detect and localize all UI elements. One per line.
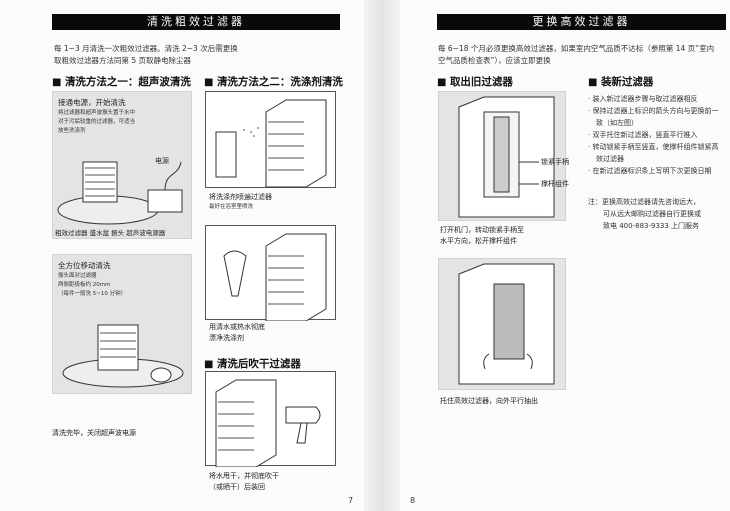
moving-clean-illustration <box>62 324 184 388</box>
install-steps: · 装入新过滤器步骤与取过滤器相反 · 保持过滤器上标识的箭头方向与更换前一致（… <box>588 93 723 177</box>
ultrasonic-footer: 清洗完毕，关闭超声波电源 <box>52 429 136 437</box>
rinse-drawing <box>223 233 327 321</box>
rinse-caption: 用清水或热水彻底 漂净洗涤剂 <box>209 322 265 344</box>
cabinet-open-drawing <box>458 96 555 218</box>
install-heading: 装新过滤器 <box>588 74 654 89</box>
line: （或晒干）后装回 <box>209 483 265 491</box>
method1-heading: 清洗方法之一：超声波清洗 <box>52 74 191 89</box>
line: （每件一般洗 5~10 分钟） <box>58 291 127 297</box>
service-note: 注：更换高效过滤器请先咨询远大， 可从远大邮购过滤器自行更换或 致电 400-8… <box>588 196 728 232</box>
page-number: 7 <box>348 496 354 505</box>
right-page-title: 更换高效过滤器 <box>437 14 726 30</box>
spray-drawing <box>215 99 327 188</box>
right-page: 更换高效过滤器 每 6~18 个月必须更换高效过滤器，如果室内空气品质不达标（参… <box>400 0 730 511</box>
install-step: · 在新过滤器标识条上写明下次更换日期 <box>588 167 712 175</box>
method2-heading: 清洗方法之二：洗涤剂清洗 <box>204 74 343 89</box>
line: 两侧距极板约 20mm <box>58 282 111 288</box>
line: 放些洗涤剂 <box>58 128 86 134</box>
remove-caption-2: 托住高效过滤器，向外平行抽出 <box>440 397 538 405</box>
line: 对于污垢较重的过滤器，可适当 <box>58 119 136 125</box>
ultrasonic-box-2: 全方位移动清洗 振头面对过滤器 两侧距极板约 20mm （每件一般洗 5~10 … <box>52 254 192 394</box>
left-intro: 每 1~3 月清洗一次粗效过滤器。清洗 2~3 次后需更换 取粗效过滤器方法同第… <box>54 43 238 67</box>
note-line: 可从远大邮购过滤器自行更换或 <box>603 210 701 218</box>
remove-illustration-2 <box>438 258 566 390</box>
dry-illustration <box>205 371 336 467</box>
box1-title: 接通电源，开始清洗 <box>58 98 126 107</box>
install-step: · 保持过滤器上标识的箭头方向与更换前一致（如左图） <box>588 107 719 127</box>
spray-caption-small: 最好在浴室里喷洗 <box>209 204 254 210</box>
intro-line: 每 1~3 月清洗一次粗效过滤器。清洗 2~3 次后需更换 <box>54 44 238 53</box>
line: 用清水或热水彻底 <box>209 323 265 331</box>
left-page: 清洗粗效过滤器 每 1~3 月清洗一次粗效过滤器。清洗 2~3 次后需更换 取粗… <box>0 0 364 511</box>
box1-text: 将过滤器和超声波振头置于水中 对于污垢较重的过滤器，可适当 放些洗涤剂 <box>58 109 135 136</box>
ultrasonic-illustration <box>57 161 183 225</box>
page-gutter <box>364 0 400 511</box>
intro-line: 每 6~18 个月必须更换高效过滤器，如果室内空气品质不达标（参照第 14 页“… <box>438 44 715 53</box>
spray-caption: 将洗涤剂喷遍过滤器 <box>209 193 272 201</box>
line: 将水甩干，并彻底吹干 <box>209 472 279 480</box>
line: 漂净洗涤剂 <box>209 334 244 342</box>
left-page-title: 清洗粗效过滤器 <box>52 14 340 30</box>
install-step: · 转动锁紧手柄至竖直，使撑杆组件锁紧高效过滤器 <box>588 143 719 163</box>
ultrasonic-box-1: 接通电源，开始清洗 将过滤器和超声波振头置于水中 对于污垢较重的过滤器，可适当 … <box>52 91 192 239</box>
box2-title: 全方位移动清洗 <box>58 261 111 270</box>
dryer-drawing <box>215 379 321 467</box>
handle-label: 锁紧手柄 <box>541 158 569 166</box>
power-label: 电源 <box>155 157 169 165</box>
spray-illustration <box>205 91 336 188</box>
line: 打开机门，转动锁紧手柄至 <box>440 226 524 234</box>
note-line: 致电 400-883-9333 上门服务 <box>603 222 700 230</box>
install-step: · 双手托住新过滤器，竖直平行推入 <box>588 131 698 139</box>
intro-line: 取粗效过滤器方法同第 5 页取静电除尘器 <box>54 56 192 65</box>
dry-caption: 将水甩干，并彻底吹干 （或晒干）后装回 <box>209 471 279 493</box>
dry-heading: 清洗后吹干过滤器 <box>204 356 301 371</box>
remove-heading: 取出旧过滤器 <box>437 74 513 89</box>
right-intro: 每 6~18 个月必须更换高效过滤器，如果室内空气品质不达标（参照第 14 页“… <box>438 43 714 67</box>
box2-text: 振头面对过滤器 两侧距极板约 20mm （每件一般洗 5~10 分钟） <box>58 272 126 299</box>
rod-label: 撑杆组件 <box>541 180 569 188</box>
rinse-illustration <box>205 225 336 321</box>
remove-illustration-1: 锁紧手柄 撑杆组件 <box>438 91 569 221</box>
line: 水平方向，松开撑杆组件 <box>440 237 517 245</box>
pull-filter-drawing <box>458 263 555 385</box>
intro-line: 空气品质检查表”），应该立即更换 <box>438 56 551 65</box>
line: 振头面对过滤器 <box>58 273 97 279</box>
note-line: 注：更换高效过滤器请先咨询远大， <box>588 198 700 206</box>
page-number: 8 <box>410 496 416 505</box>
remove-caption-1: 打开机门，转动锁紧手柄至 水平方向，松开撑杆组件 <box>440 225 524 247</box>
install-step: · 装入新过滤器步骤与取过滤器相反 <box>588 95 698 103</box>
component-labels: 粗效过滤器 盛水盆 振头 超声波电源器 <box>55 229 166 237</box>
line: 将过滤器和超声波振头置于水中 <box>58 110 136 116</box>
